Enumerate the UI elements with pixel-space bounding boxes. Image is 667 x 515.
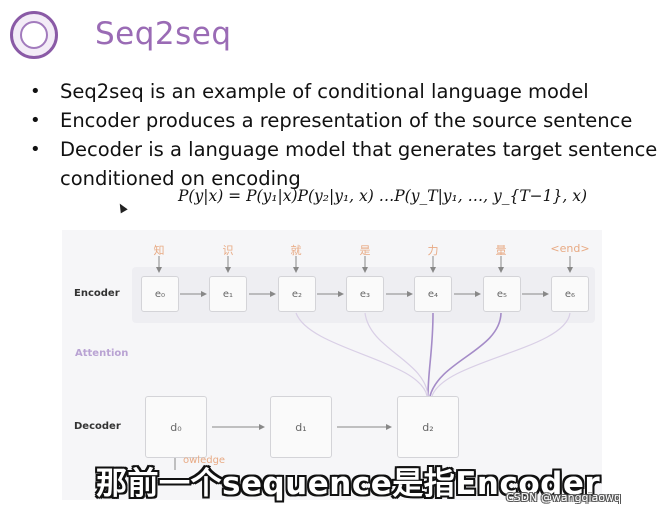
token-label: 量 bbox=[495, 244, 507, 257]
token-label: 是 bbox=[359, 244, 371, 257]
token-label: <end> bbox=[550, 242, 590, 255]
video-subtitle: 那前一个sequence是指Encoder bbox=[96, 466, 601, 502]
slide-title: Seq2seq bbox=[95, 16, 232, 52]
encoder-label: Encoder bbox=[74, 288, 120, 299]
bullet-item: •Seq2seq is an example of conditional la… bbox=[30, 77, 660, 106]
attention-curve bbox=[427, 312, 434, 397]
encoder-state-box: e₃ bbox=[346, 276, 384, 312]
bullet-item: •Encoder produces a representation of th… bbox=[30, 106, 660, 135]
logo-emblem bbox=[20, 21, 48, 49]
university-logo bbox=[10, 11, 58, 59]
token-label: 识 bbox=[222, 244, 234, 257]
watermark: CSDN @wangqiaowq bbox=[506, 491, 622, 504]
bullet-icon: • bbox=[30, 139, 41, 160]
encoder-state-box: e₂ bbox=[278, 276, 316, 312]
attention-curve bbox=[295, 312, 428, 397]
bullet-icon: • bbox=[30, 81, 41, 102]
encoder-state-box: e₄ bbox=[414, 276, 452, 312]
attention-label: Attention bbox=[75, 348, 129, 359]
bullet-list: •Seq2seq is an example of conditional la… bbox=[30, 77, 660, 193]
bullet-icon: • bbox=[30, 110, 41, 131]
attention-curve bbox=[364, 312, 429, 397]
attention-curve bbox=[431, 312, 571, 397]
encoder-state-box: e₁ bbox=[209, 276, 247, 312]
encoder-state-box: e₀ bbox=[141, 276, 179, 312]
bullet-item: •Decoder is a language model that genera… bbox=[30, 135, 660, 193]
decoder-state-box: d₂ bbox=[397, 396, 459, 458]
token-label: 就 bbox=[290, 244, 302, 257]
encoder-state-box: e₅ bbox=[483, 276, 521, 312]
decoder-state-box: d₀ bbox=[145, 396, 207, 458]
decoder-label: Decoder bbox=[74, 421, 121, 432]
token-label: 知 bbox=[153, 244, 165, 257]
encoder-state-box: e₆ bbox=[551, 276, 589, 312]
probability-formula: P(y|x) = P(y₁|x)P(y₂|y₁, x) …P(y_T|y₁, …… bbox=[178, 187, 588, 205]
decoder-state-box: d₁ bbox=[270, 396, 332, 458]
decoder-input-label: owledge bbox=[183, 455, 226, 466]
attention-curve bbox=[429, 312, 502, 397]
token-label: 力 bbox=[427, 244, 439, 257]
